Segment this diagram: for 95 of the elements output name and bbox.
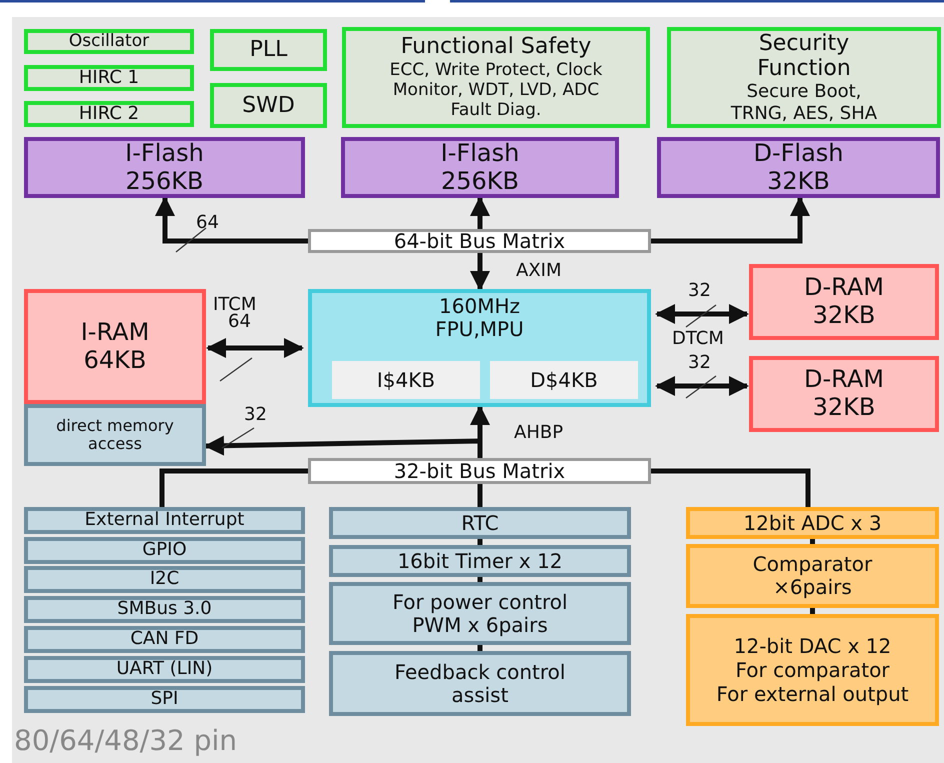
cache-box bbox=[490, 361, 638, 399]
bus-arrow bbox=[155, 196, 308, 244]
peripheral-box bbox=[329, 651, 631, 716]
edge-label: 32 bbox=[688, 354, 711, 372]
analog-block-box bbox=[686, 507, 939, 539]
bus-arrow bbox=[655, 304, 749, 324]
peripheral-box bbox=[24, 566, 305, 593]
ram-box bbox=[24, 289, 206, 404]
flash-memory-box bbox=[24, 137, 305, 198]
connector-line bbox=[160, 468, 308, 507]
box-text: 16bit Timer x 12 bbox=[397, 550, 563, 572]
pin-count-note: 80/64/48/32 pin bbox=[14, 727, 238, 755]
box-text: SWD bbox=[242, 92, 295, 118]
box-text: Comparator ×6pairs bbox=[752, 553, 874, 599]
box-text: CAN FD bbox=[130, 629, 199, 650]
edge-label: 64 bbox=[196, 214, 219, 232]
ram-box bbox=[749, 356, 939, 432]
peripheral-box bbox=[24, 596, 305, 623]
bus-matrix-bar bbox=[308, 229, 651, 253]
bus-arrow bbox=[470, 196, 490, 229]
peripheral-box bbox=[24, 537, 305, 564]
box-text: I2C bbox=[150, 569, 180, 590]
module-box bbox=[24, 65, 194, 91]
flash-memory-box bbox=[341, 137, 619, 198]
module-box bbox=[24, 29, 194, 54]
box-text: 160MHz FPU,MPU bbox=[434, 295, 525, 341]
box-text: For comparator bbox=[735, 658, 890, 682]
box-text: D$4KB bbox=[530, 368, 598, 392]
box-text: D-RAM 32KB bbox=[803, 274, 885, 330]
edge-label: 32 bbox=[688, 282, 711, 300]
box-heading: Security Function bbox=[756, 30, 852, 82]
box-text: SMBus 3.0 bbox=[117, 599, 212, 620]
box-text: I-RAM 64KB bbox=[80, 318, 150, 374]
connector-line bbox=[478, 484, 482, 507]
module-box bbox=[667, 27, 941, 128]
analog-block-box bbox=[686, 614, 939, 726]
box-text: 12-bit DAC x 12 bbox=[734, 634, 892, 658]
edge-label: 32 bbox=[244, 406, 267, 424]
box-text: HIRC 2 bbox=[78, 104, 140, 124]
peripheral-box bbox=[24, 686, 305, 713]
box-text: 64-bit Bus Matrix bbox=[394, 230, 566, 252]
box-text: UART (LIN) bbox=[116, 659, 213, 680]
bus-arrow bbox=[470, 253, 490, 291]
box-text: I-Flash 256KB bbox=[124, 140, 205, 196]
box-text: GPIO bbox=[142, 540, 187, 561]
box-text: direct memory access bbox=[55, 416, 175, 454]
dma-box bbox=[24, 404, 206, 466]
peripheral-box bbox=[329, 582, 631, 645]
box-text: External Interrupt bbox=[84, 510, 244, 531]
box-text: D-Flash 32KB bbox=[752, 140, 845, 196]
box-text: I$4KB bbox=[376, 368, 436, 392]
box-heading: Functional Safety bbox=[400, 34, 592, 60]
connector-line bbox=[478, 577, 482, 582]
analog-block-box bbox=[686, 544, 939, 608]
ram-box bbox=[749, 264, 939, 340]
box-text: Secure Boot, TRNG, AES, SHA bbox=[730, 81, 878, 124]
connector-line bbox=[651, 468, 810, 507]
box-text: PLL bbox=[250, 37, 288, 63]
flash-memory-box bbox=[657, 137, 940, 198]
box-text: For external output bbox=[716, 682, 909, 706]
peripheral-box bbox=[24, 656, 305, 683]
box-text: ECC, Write Protect, Clock Monitor, WDT, LVD, ADC Fault Diag. bbox=[388, 60, 604, 121]
box-text: I-Flash 256KB bbox=[440, 140, 520, 196]
bus-name-label: ITCM bbox=[213, 296, 256, 314]
edge-label: AHBP bbox=[514, 424, 564, 442]
box-text: Feedback control assist bbox=[394, 660, 566, 706]
connector-line bbox=[478, 539, 482, 545]
bus-arrow bbox=[206, 338, 304, 358]
module-box bbox=[210, 29, 327, 71]
bus-name-label: DTCM bbox=[672, 330, 724, 348]
box-text: 32-bit Bus Matrix bbox=[394, 460, 566, 482]
bus-matrix-bar bbox=[308, 458, 651, 484]
peripheral-box bbox=[24, 626, 305, 653]
edge-label: AXIM bbox=[516, 262, 562, 280]
module-box bbox=[210, 83, 327, 128]
module-box bbox=[24, 101, 194, 127]
box-text: D-RAM 32KB bbox=[803, 366, 885, 422]
connector-line bbox=[810, 539, 815, 544]
peripheral-box bbox=[24, 507, 305, 534]
connector-line bbox=[478, 645, 482, 651]
box-text: RTC bbox=[461, 512, 499, 534]
connector-line bbox=[810, 608, 815, 614]
cpu-core-box bbox=[308, 289, 651, 407]
peripheral-box bbox=[329, 545, 631, 577]
edge-label: 64 bbox=[228, 313, 251, 331]
bus-arrow bbox=[651, 196, 810, 244]
peripheral-box bbox=[329, 507, 631, 539]
box-text: SPI bbox=[150, 689, 178, 710]
box-text: HIRC 1 bbox=[78, 68, 140, 88]
cache-box bbox=[332, 361, 480, 399]
module-box bbox=[342, 27, 650, 128]
box-text: Oscillator bbox=[68, 32, 150, 52]
box-text: For power control PWM x 6pairs bbox=[391, 590, 569, 636]
box-text: 12bit ADC x 3 bbox=[743, 512, 882, 534]
bus-arrow bbox=[655, 376, 749, 396]
